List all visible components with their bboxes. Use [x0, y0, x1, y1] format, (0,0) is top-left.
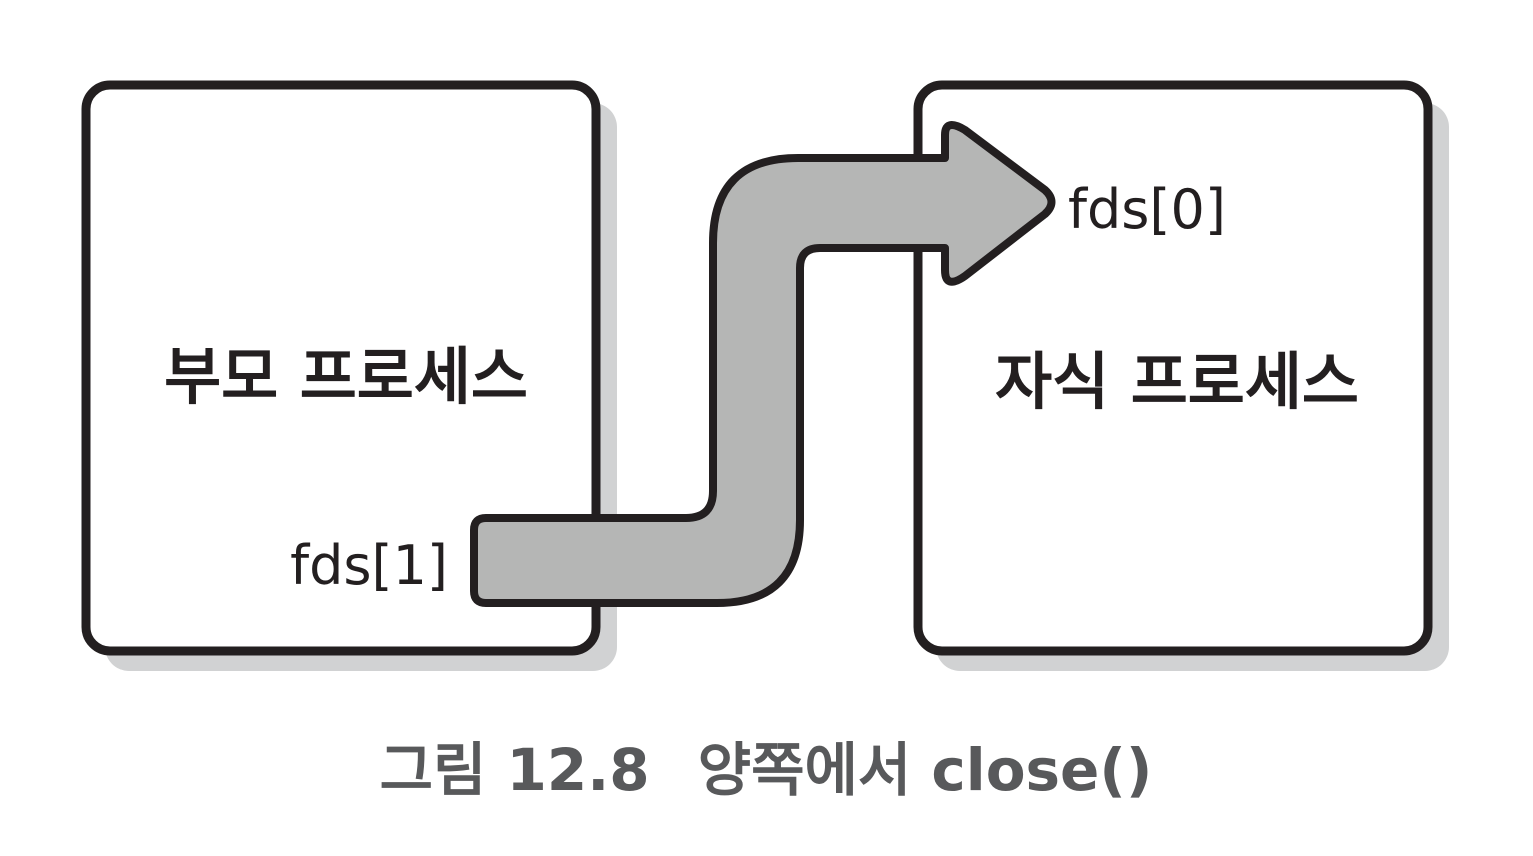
child-process-box	[913, 80, 1449, 671]
parent-fd-label: fds[1]	[290, 534, 448, 597]
parent-process-frame	[81, 80, 601, 656]
figure-number: 그림 12.8	[380, 736, 650, 804]
child-fd-label: fds[0]	[1068, 178, 1226, 241]
parent-process-title: 부모 프로세스	[164, 340, 528, 413]
child-process-frame	[913, 80, 1433, 656]
child-process-title: 자식 프로세스	[995, 345, 1359, 418]
figure-caption-text: 양쪽에서 close()	[698, 736, 1153, 804]
figure-caption: 그림 12.8 양쪽에서 close()	[380, 736, 1153, 804]
pipe-arrow	[470, 121, 1056, 607]
